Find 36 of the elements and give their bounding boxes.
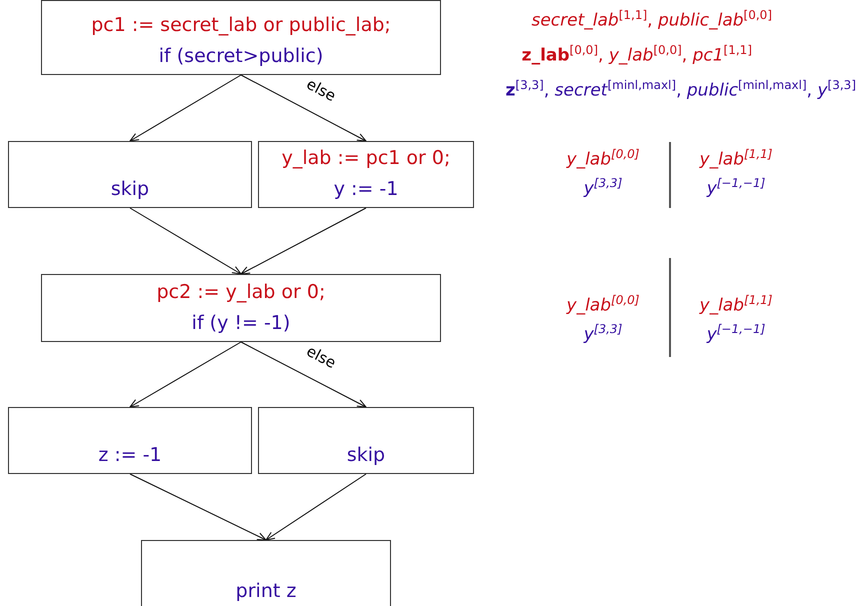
code-statement: pc1 := secret_lab or public_lab; — [91, 13, 391, 38]
security-label: y_lab$^{[0,0]}$ — [566, 292, 640, 317]
arrow — [266, 474, 366, 540]
security-label: y$^{[3,3]}$ — [584, 175, 622, 200]
code-statement: y_lab := pc1 or 0; — [282, 146, 450, 171]
process-box — [141, 540, 391, 606]
code-statement: z := -1 — [98, 443, 162, 468]
process-box — [8, 407, 252, 474]
process-box — [258, 141, 474, 208]
code-statement: skip — [346, 443, 386, 468]
security-label: y_lab$^{[1,1]}$ — [700, 292, 772, 317]
arrow — [130, 474, 266, 540]
security-label: y$^{[−1,−1]}$ — [706, 321, 766, 346]
security-label: y_lab$^{[0,0]}$ — [566, 146, 640, 171]
arrow — [240, 342, 366, 408]
process-box — [8, 141, 252, 208]
process-box — [41, 0, 441, 75]
arrow — [240, 208, 366, 274]
label-annotation: z$^{[3,3]}$, secret$^{[minl,maxl]}$, public$^{[minl,maxl]}$, y$^{[3,3]}$ — [506, 77, 856, 102]
arrow — [130, 74, 242, 142]
code-statement: if (secret>public) — [158, 44, 324, 69]
code-statement: print z — [236, 579, 296, 604]
security-label: y$^{[−1,−1]}$ — [706, 175, 766, 200]
process-box — [258, 407, 474, 474]
arrow — [240, 74, 366, 142]
label-annotation: z_lab$^{[0,0]}$, y_lab$^{[0,0]}$, pc1$^{[1,1]}$ — [522, 42, 752, 67]
code-statement: if (y != -1) — [192, 311, 290, 336]
code-statement: skip — [110, 177, 150, 202]
security-label: y_lab$^{[1,1]}$ — [700, 146, 772, 171]
arrow — [130, 208, 242, 274]
process-box — [41, 274, 441, 342]
arrow — [130, 342, 242, 408]
code-statement: y := -1 — [334, 177, 398, 202]
security-label: y$^{[3,3]}$ — [584, 321, 622, 346]
code-statement: pc2 := y_lab or 0; — [156, 280, 326, 305]
label-annotation: secret_lab$^{[1,1]}$, public_lab$^{[0,0]}$ — [531, 7, 772, 32]
